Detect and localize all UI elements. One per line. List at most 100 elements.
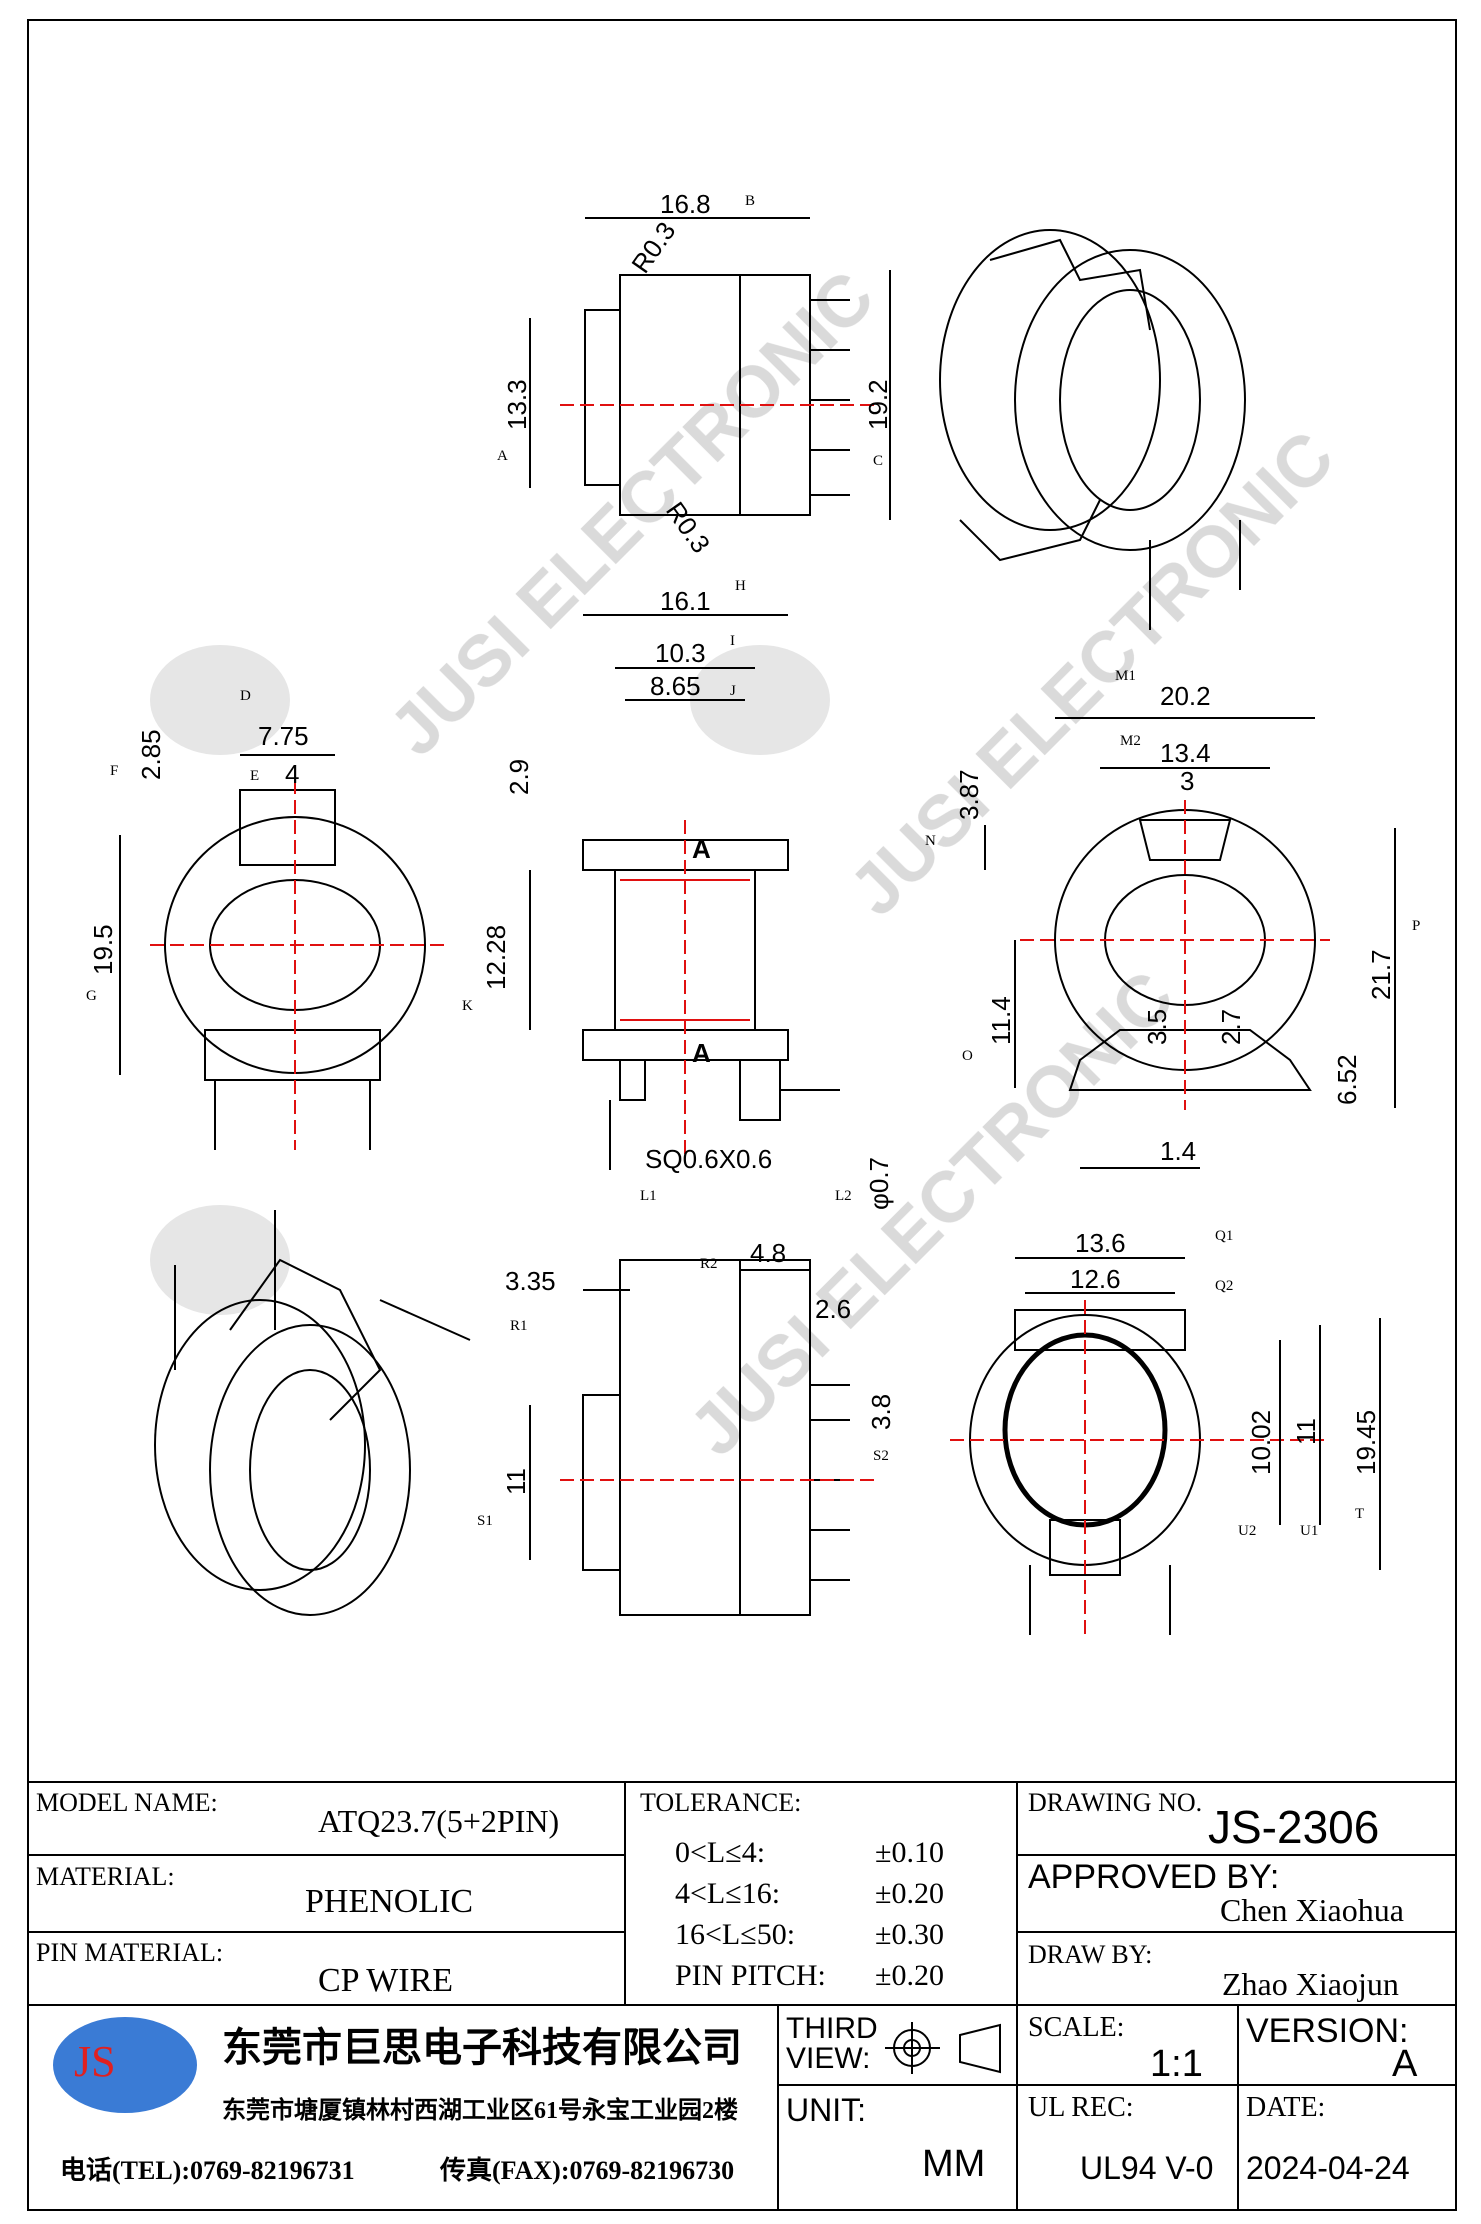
dim-2-6: 2.6	[815, 1294, 851, 1324]
unit-value: MM	[922, 2143, 986, 2185]
ref-s2: S2	[873, 1448, 889, 1464]
ref-c: C	[873, 453, 883, 469]
draw-by-label: DRAW BY:	[1028, 1940, 1153, 1969]
pin-material-value: CP WIRE	[318, 1962, 454, 1999]
model-name-label: MODEL NAME:	[36, 1788, 218, 1817]
section-mark-bottom: A	[692, 1038, 711, 1068]
ref-u2: U2	[1238, 1523, 1256, 1539]
company-tel: 电话(TEL):0769-82196731	[60, 2156, 355, 2185]
tolerance-range-4: PIN PITCH:	[675, 1959, 826, 1992]
ref-q1: Q1	[1215, 1228, 1233, 1244]
version-label: VERSION:	[1246, 2012, 1409, 2050]
watermark-logo	[150, 645, 290, 755]
tolerance-value-4: ±0.20	[875, 1959, 944, 1992]
ref-m1: M1	[1115, 668, 1136, 684]
dim-19-2: 19.2	[863, 379, 893, 430]
dim-3-5: 3.5	[1142, 1009, 1172, 1045]
dim-20-2: 20.2	[1160, 681, 1211, 711]
date-label: DATE:	[1246, 2092, 1326, 2123]
left-view	[119, 754, 445, 1150]
dim-13-6: 13.6	[1075, 1228, 1126, 1258]
dim-19-5: 19.5	[88, 924, 118, 975]
dim-3-35: 3.35	[505, 1266, 556, 1296]
ref-u1: U1	[1300, 1523, 1318, 1539]
dim-7-75: 7.75	[258, 721, 309, 751]
dim-11-right: 11	[1291, 1418, 1321, 1445]
dim-13-3: 13.3	[502, 379, 532, 430]
tolerance-range-1: 0<L≤4:	[675, 1836, 766, 1869]
dim-11-4: 11.4	[986, 996, 1016, 1045]
watermark-logo	[690, 645, 830, 755]
dim-2-7: 2.7	[1216, 1009, 1246, 1045]
dim-sq0-6: SQ0.6X0.6	[645, 1144, 772, 1174]
tolerance-range-2: 4<L≤16:	[675, 1877, 781, 1910]
third-view-label: THIRD VIEW:	[786, 2012, 878, 2075]
title-block-grid	[27, 1781, 1457, 2211]
pin-material-label: PIN MATERIAL:	[36, 1938, 224, 1967]
dim-phi0-7: φ0.7	[864, 1157, 894, 1210]
tolerance-label: TOLERANCE:	[640, 1788, 802, 1817]
watermark-logo	[150, 1205, 290, 1315]
dim-r0-3-top: R0.3	[625, 216, 681, 278]
draw-by-value: Zhao Xiaojun	[1222, 1966, 1399, 2002]
ref-p: P	[1412, 918, 1420, 934]
dim-4-8: 4.8	[750, 1238, 786, 1268]
approved-by-label: APPROVED BY:	[1028, 1858, 1280, 1896]
ref-s1: S1	[477, 1513, 493, 1529]
company-fax: 传真(FAX):0769-82196730	[440, 2156, 735, 2185]
dim-10-3: 10.3	[655, 638, 706, 668]
company-logo	[53, 2017, 197, 2113]
ul-rec-label: UL REC:	[1028, 2092, 1134, 2123]
watermark: JUSI ELECTRONIC JUSI ELECTRONIC JUSI ELE…	[150, 256, 1350, 1471]
company-logo-text: JS	[74, 2037, 116, 2086]
unit-label: UNIT:	[786, 2092, 866, 2128]
side-view-bottom	[529, 1259, 875, 1616]
ul-rec-value: UL94 V-0	[1080, 2150, 1214, 2186]
ref-j: J	[730, 683, 736, 699]
dim-2-85: 2.85	[136, 729, 166, 780]
ref-t: T	[1355, 1506, 1364, 1522]
scale-label: SCALE:	[1028, 2012, 1125, 2043]
section-view	[950, 1257, 1381, 1635]
top-view	[529, 217, 891, 520]
scale-value: 1:1	[1150, 2043, 1203, 2085]
dim-16-1: 16.1	[660, 586, 711, 616]
ref-m2: M2	[1120, 733, 1141, 749]
model-name-value: ATQ23.7(5+2PIN)	[318, 1803, 560, 1839]
ref-b: B	[745, 193, 755, 209]
dim-8-65: 8.65	[650, 671, 701, 701]
dim-12-6: 12.6	[1070, 1264, 1121, 1294]
drawing-no-value: JS-2306	[1208, 1801, 1380, 1853]
ref-l2: L2	[835, 1188, 852, 1204]
approved-by-value: Chen Xiaohua	[1220, 1892, 1404, 1928]
right-view	[984, 717, 1396, 1169]
ref-e: E	[250, 768, 259, 784]
dim-6-52: 6.52	[1332, 1054, 1362, 1105]
svg-text:JUSI ELECTRONIC: JUSI ELECTRONIC	[675, 956, 1190, 1471]
dim-3-87: 3.87	[954, 769, 984, 820]
iso-view-top	[939, 229, 1246, 630]
date-value: 2024-04-24	[1246, 2150, 1410, 2186]
ref-a: A	[497, 448, 508, 464]
company-address: 东莞市塘厦镇林村西湖工业区61号永宝工业园2楼	[222, 2098, 738, 2124]
tolerance-value-3: ±0.30	[875, 1918, 944, 1951]
iso-view-bottom	[154, 1210, 471, 1616]
ref-d: D	[240, 688, 251, 704]
version-value: A	[1392, 2043, 1418, 2085]
dim-4: 4	[285, 759, 299, 789]
dim-12-28: 12.28	[481, 925, 511, 990]
section-mark-top: A	[692, 834, 711, 864]
dim-3-8: 3.8	[866, 1394, 896, 1430]
tolerance-range-3: 16<L≤50:	[675, 1918, 796, 1951]
tolerance-value-1: ±0.10	[875, 1836, 944, 1869]
company-name: 东莞市巨思电子科技有限公司	[222, 2025, 742, 2070]
ref-n: N	[925, 833, 936, 849]
dim-13-4: 13.4	[1160, 738, 1211, 768]
ref-o: O	[962, 1048, 973, 1064]
drawing-no-label: DRAWING NO.	[1028, 1788, 1203, 1817]
dim-21-7: 21.7	[1366, 949, 1396, 1000]
dim-11-left: 11	[501, 1468, 531, 1495]
ref-q2: Q2	[1215, 1278, 1233, 1294]
ref-k: K	[462, 998, 473, 1014]
